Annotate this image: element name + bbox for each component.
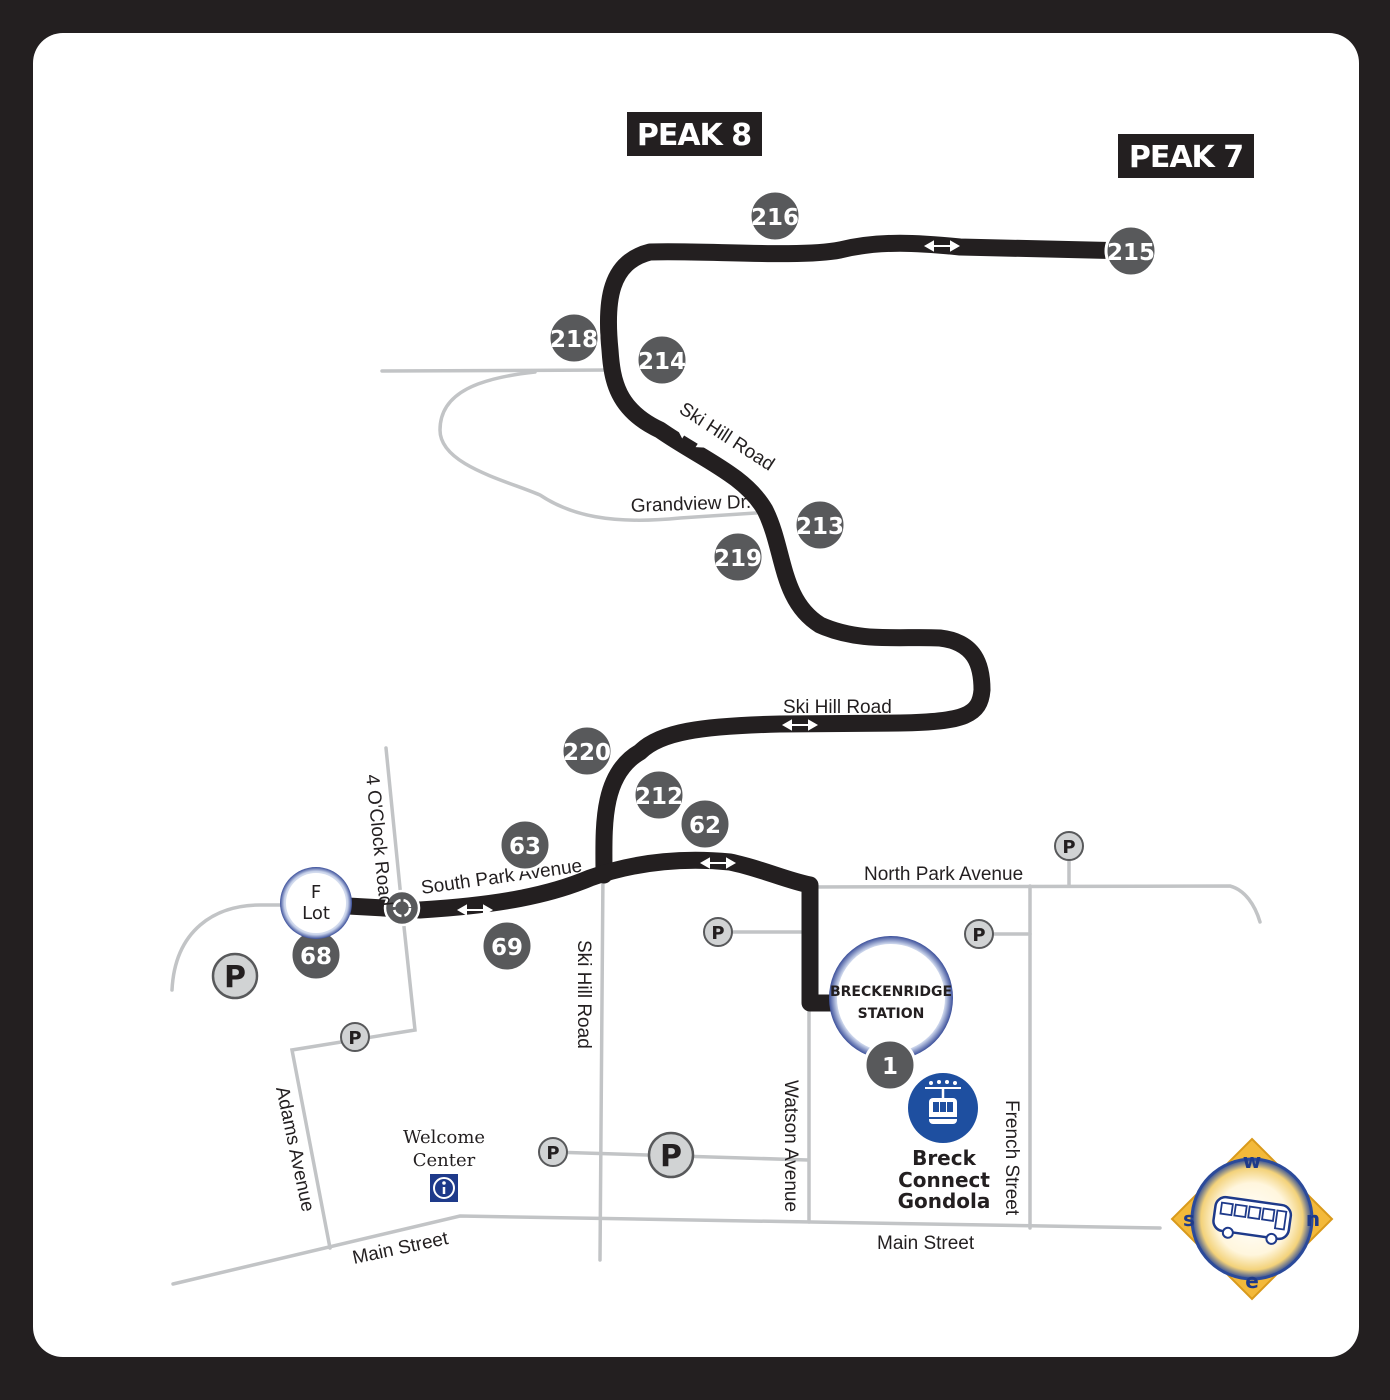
svg-text:215: 215: [1107, 240, 1155, 266]
svg-text:PEAK 7: PEAK 7: [1129, 140, 1243, 175]
svg-text:s: s: [1183, 1207, 1195, 1231]
compass-rose: w n e s: [1170, 1137, 1334, 1301]
stop-213[interactable]: 213: [793, 498, 847, 552]
svg-text:PEAK 8: PEAK 8: [637, 118, 751, 153]
parking-icon: P: [703, 917, 733, 947]
svg-text:P: P: [972, 925, 985, 946]
svg-text:Connect: Connect: [898, 1168, 990, 1192]
stop-63[interactable]: 63: [498, 818, 552, 872]
gondola-label: Breck Connect Gondola: [898, 1146, 991, 1213]
svg-text:P: P: [660, 1139, 682, 1174]
svg-text:Gondola: Gondola: [898, 1189, 991, 1213]
svg-text:Breck: Breck: [912, 1146, 977, 1170]
svg-text:219: 219: [714, 546, 762, 572]
stop-215[interactable]: 215: [1104, 224, 1158, 278]
two-way-arrow-icon: [781, 719, 819, 731]
svg-text:F: F: [311, 882, 321, 903]
stop-220[interactable]: 220: [560, 724, 614, 778]
svg-text:STATION: STATION: [858, 1006, 925, 1022]
street-label-ski-hill-middle: Ski Hill Road: [783, 697, 892, 718]
street-label-watson: Watson Avenue: [780, 1080, 801, 1212]
two-way-arrow-icon: [676, 428, 708, 448]
street-label-north-park: North Park Avenue: [864, 864, 1023, 885]
stop-216[interactable]: 216: [748, 189, 802, 243]
street-label-main-east: Main Street: [877, 1233, 975, 1254]
svg-text:e: e: [1245, 1269, 1259, 1293]
svg-text:Center: Center: [413, 1150, 476, 1171]
f-lot-marker[interactable]: F Lot: [280, 867, 352, 939]
street-label-french: French Street: [1001, 1100, 1022, 1216]
parking-icon-large: P: [647, 1131, 695, 1179]
two-way-arrow-icon: [923, 240, 961, 252]
svg-text:68: 68: [300, 944, 332, 970]
svg-text:218: 218: [550, 327, 598, 353]
stop-214[interactable]: 214: [635, 333, 689, 387]
bus-stops: 216 215 218 214 213 219 220 212 62 63 69…: [289, 189, 1158, 982]
svg-text:Lot: Lot: [302, 903, 330, 924]
street-label-main-west: Main Street: [351, 1228, 451, 1269]
svg-text:214: 214: [638, 349, 686, 375]
parking-icon: P: [340, 1022, 370, 1052]
parking-icon: P: [1054, 831, 1084, 861]
svg-text:w: w: [1243, 1149, 1261, 1173]
stop-218[interactable]: 218: [547, 311, 601, 365]
svg-text:P: P: [546, 1143, 559, 1164]
svg-text:P: P: [348, 1028, 361, 1049]
bus-route: [339, 234, 1140, 1012]
stop-69[interactable]: 69: [480, 919, 534, 973]
svg-text:216: 216: [751, 205, 799, 231]
svg-text:P: P: [224, 960, 246, 995]
svg-text:62: 62: [689, 813, 721, 839]
svg-text:BRECKENRIDGE: BRECKENRIDGE: [830, 984, 952, 1000]
street-north-park-avenue: [808, 884, 1262, 924]
roundabout-icon: [383, 889, 421, 927]
welcome-center-label: Welcome Center: [403, 1127, 485, 1171]
svg-text:220: 220: [563, 740, 611, 766]
bus-icon: [1212, 1195, 1293, 1245]
street-labels: Ski Hill Road Grandview Dr. Ski Hill Roa…: [271, 399, 1023, 1269]
stop-219[interactable]: 219: [711, 530, 765, 584]
street-ski-hill-lower: [598, 868, 605, 1262]
two-way-arrows: [456, 240, 961, 916]
street-label-ski-hill-lower: Ski Hill Road: [573, 940, 594, 1049]
street-main: [171, 1214, 1162, 1286]
stop-1[interactable]: 1: [863, 1038, 917, 1092]
svg-text:212: 212: [635, 784, 683, 810]
svg-text:1: 1: [882, 1054, 898, 1080]
svg-text:Welcome: Welcome: [403, 1127, 485, 1148]
two-way-arrow-icon: [699, 857, 737, 869]
breckenridge-station-marker[interactable]: BRECKENRIDGE STATION: [829, 936, 953, 1060]
svg-text:69: 69: [491, 935, 523, 961]
svg-text:P: P: [711, 923, 724, 944]
street-upper-spur: [380, 368, 614, 373]
stop-62[interactable]: 62: [678, 797, 732, 851]
parking-markers: P P P P P P P: [211, 831, 1084, 1179]
svg-text:63: 63: [509, 834, 541, 860]
street-4-oclock-road: [289, 746, 417, 1250]
parking-icon: P: [964, 919, 994, 949]
peak-7-label: PEAK 7: [1118, 134, 1254, 178]
parking-icon: P: [538, 1137, 568, 1167]
svg-text:n: n: [1306, 1207, 1320, 1231]
gondola-icon: [908, 1073, 978, 1143]
street-grandview: [438, 370, 772, 522]
svg-text:P: P: [1062, 837, 1075, 858]
two-way-arrow-icon: [456, 904, 494, 916]
peak-8-label: PEAK 8: [627, 112, 762, 156]
stop-212[interactable]: 212: [632, 768, 686, 822]
svg-text:213: 213: [796, 514, 844, 540]
parking-icon-large: P: [211, 952, 259, 1000]
street-label-grandview: Grandview Dr.: [630, 492, 751, 517]
info-icon: [430, 1174, 458, 1202]
street-south-park-west: [170, 903, 302, 992]
